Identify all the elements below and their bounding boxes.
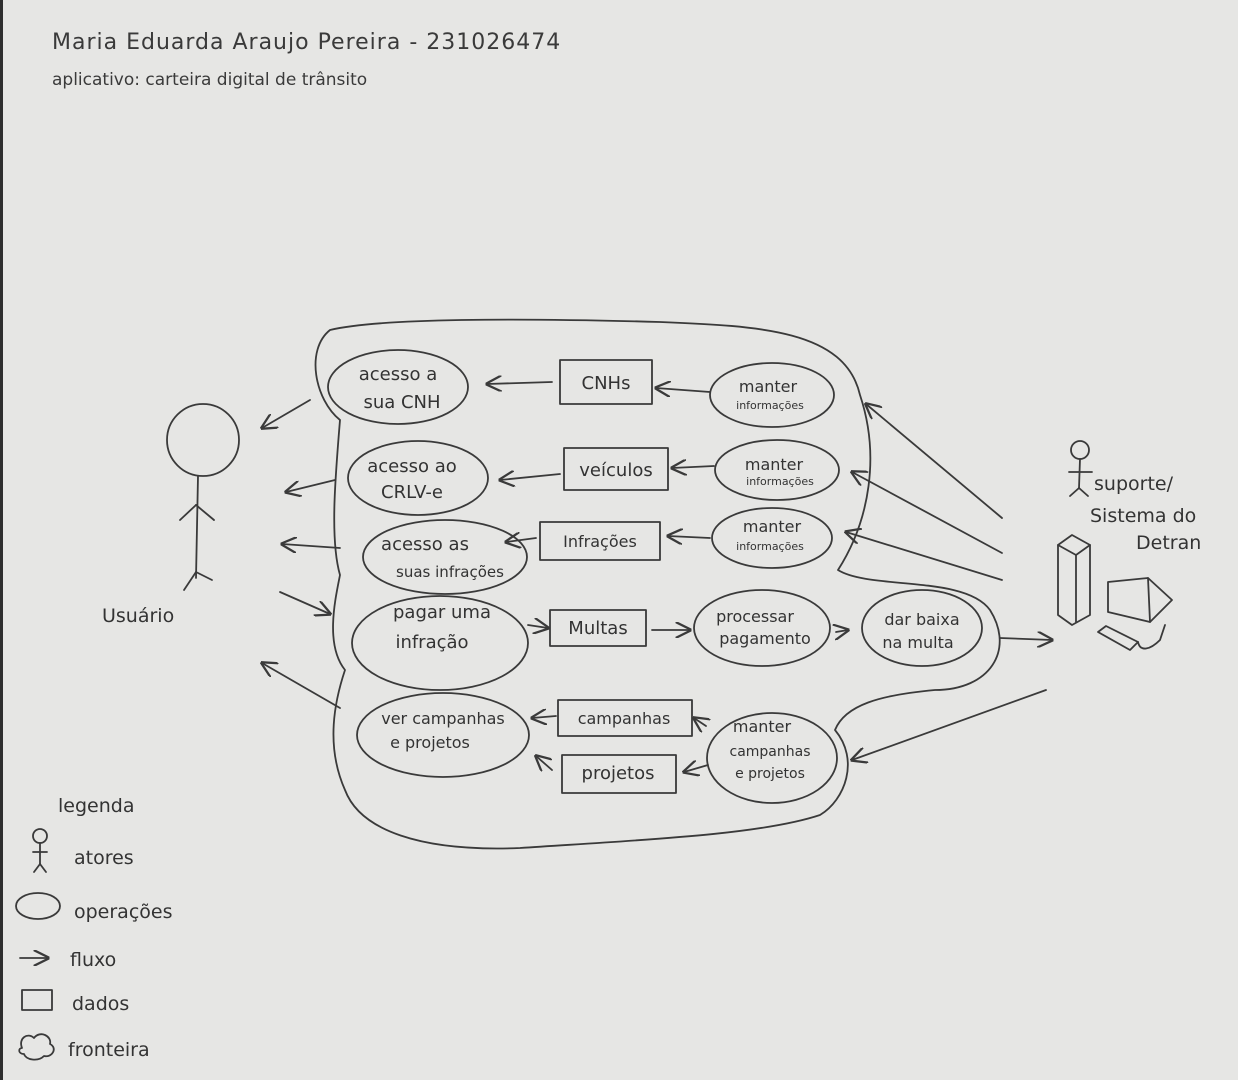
op-view-campaigns-label-1: ver campanhas	[381, 709, 505, 728]
op-maintain-info-2-label-2: informações	[746, 475, 814, 488]
flow-support-to-campaigns	[852, 689, 1047, 760]
store-cnhs	[559, 359, 653, 405]
author-line: Maria Eduarda Araujo Pereira - 231026474	[52, 30, 562, 55]
legend-actors-label: atores	[74, 847, 134, 869]
store-vehicles	[563, 447, 669, 491]
support-actor-label-1: suporte/	[1094, 473, 1174, 495]
op-access-crlv-label-2: CRLV-e	[381, 482, 443, 503]
op-write-off-fine	[861, 589, 983, 667]
legend-actor-symbol	[32, 828, 48, 873]
op-access-infractions	[362, 519, 528, 595]
app-subtitle: aplicativo: carteira digital de trânsito	[52, 70, 368, 90]
flow-infractions-to-user	[282, 544, 341, 548]
op-view-campaigns-label-2: e projetos	[390, 733, 470, 752]
support-actor-figure	[1068, 440, 1093, 497]
store-infractions-label: Infrações	[563, 532, 637, 551]
op-process-payment	[693, 589, 831, 667]
op-pay-infraction-label-1: pagar uma	[393, 602, 491, 623]
flow-writeoff-to-support	[999, 638, 1052, 640]
op-maintain-info-2-label-1: manter	[745, 455, 804, 474]
flow-maintain-to-vehicles	[672, 466, 715, 468]
legend-operation-symbol	[15, 892, 61, 920]
user-actor-figure	[166, 403, 240, 591]
system-boundary	[314, 318, 1001, 850]
flow-vehicles-to-access	[500, 474, 561, 480]
op-maintain-campaigns	[706, 712, 838, 804]
store-projects-label: projetos	[582, 763, 655, 784]
op-pay-infraction-label-2: infração	[395, 632, 468, 653]
flow-process-to-writeoff	[836, 630, 848, 632]
op-maintain-info-3	[711, 507, 833, 569]
store-fines-label: Multas	[568, 618, 627, 639]
legend-data-label: dados	[72, 993, 129, 1015]
store-vehicles-label: veículos	[579, 460, 652, 481]
op-write-off-fine-label-1: dar baixa	[884, 610, 959, 629]
op-maintain-info-1-label-1: manter	[739, 377, 798, 396]
op-process-payment-label-1: processar	[716, 607, 794, 626]
op-maintain-info-3-label-1: manter	[743, 517, 802, 536]
store-cnhs-label: CNHs	[582, 373, 631, 394]
op-access-crlv-label-1: acesso ao	[367, 456, 457, 477]
legend-data-symbol	[21, 989, 53, 1011]
op-maintain-campaigns-label-3: e projetos	[735, 766, 805, 782]
op-pay-infraction	[351, 595, 529, 691]
flow-support-to-maintain-3	[846, 532, 1003, 581]
legend-flow-label: fluxo	[70, 949, 116, 971]
op-maintain-info-2	[714, 439, 840, 501]
op-access-cnh	[327, 349, 469, 425]
legend-title: legenda	[58, 795, 134, 817]
flow-maintain-to-campaigns	[694, 718, 706, 726]
left-border	[0, 0, 3, 1080]
support-actor-label-3: Detran	[1136, 532, 1201, 554]
flow-support-to-maintain-1	[866, 404, 1003, 519]
op-view-campaigns	[356, 692, 530, 778]
flow-support-to-maintain-2	[852, 472, 1003, 554]
op-maintain-info-3-label-2: informações	[736, 540, 804, 553]
store-campaigns-label: campanhas	[578, 709, 671, 728]
flow-cnhs-to-access	[487, 382, 553, 384]
flow-campaigns-to-user	[262, 663, 341, 709]
flow-infractions-to-access	[506, 538, 537, 542]
legend-boundary-symbol	[18, 1033, 55, 1061]
flow-pay-to-fines	[527, 625, 548, 628]
op-maintain-campaigns-label-2: campanhas	[730, 744, 811, 760]
op-access-infractions-label-2: suas infrações	[396, 563, 504, 581]
op-access-cnh-label-2: sua CNH	[363, 392, 440, 413]
legend-operations-label: operações	[74, 901, 173, 923]
flow-maintain-to-cnhs	[656, 388, 711, 392]
op-process-payment-label-2: pagamento	[719, 629, 811, 648]
flow-crlv-to-user	[286, 479, 336, 492]
computer-icon	[1057, 534, 1173, 651]
op-maintain-campaigns-label-1: manter	[733, 717, 792, 736]
op-maintain-info-1	[709, 362, 835, 428]
op-access-cnh-label-1: acesso a	[359, 364, 438, 385]
support-actor-label-2: Sistema do	[1090, 505, 1196, 527]
op-maintain-info-1-label-2: informações	[736, 399, 804, 412]
user-actor-label: Usuário	[102, 605, 174, 627]
flow-cnh-to-user	[262, 399, 311, 428]
op-access-infractions-label-1: acesso as	[381, 534, 469, 555]
flow-maintain-to-projects	[684, 765, 709, 772]
store-infractions	[539, 521, 661, 561]
flow-projects-to-view	[536, 756, 553, 770]
op-write-off-fine-label-2: na multa	[882, 633, 953, 652]
store-projects	[561, 754, 677, 794]
flow-user-to-pay	[279, 591, 330, 614]
legend-boundary-label: fronteira	[68, 1039, 150, 1061]
op-access-crlv	[347, 440, 489, 516]
flow-campaigns-to-view	[532, 716, 557, 718]
flow-maintain-to-infractions	[668, 536, 711, 538]
